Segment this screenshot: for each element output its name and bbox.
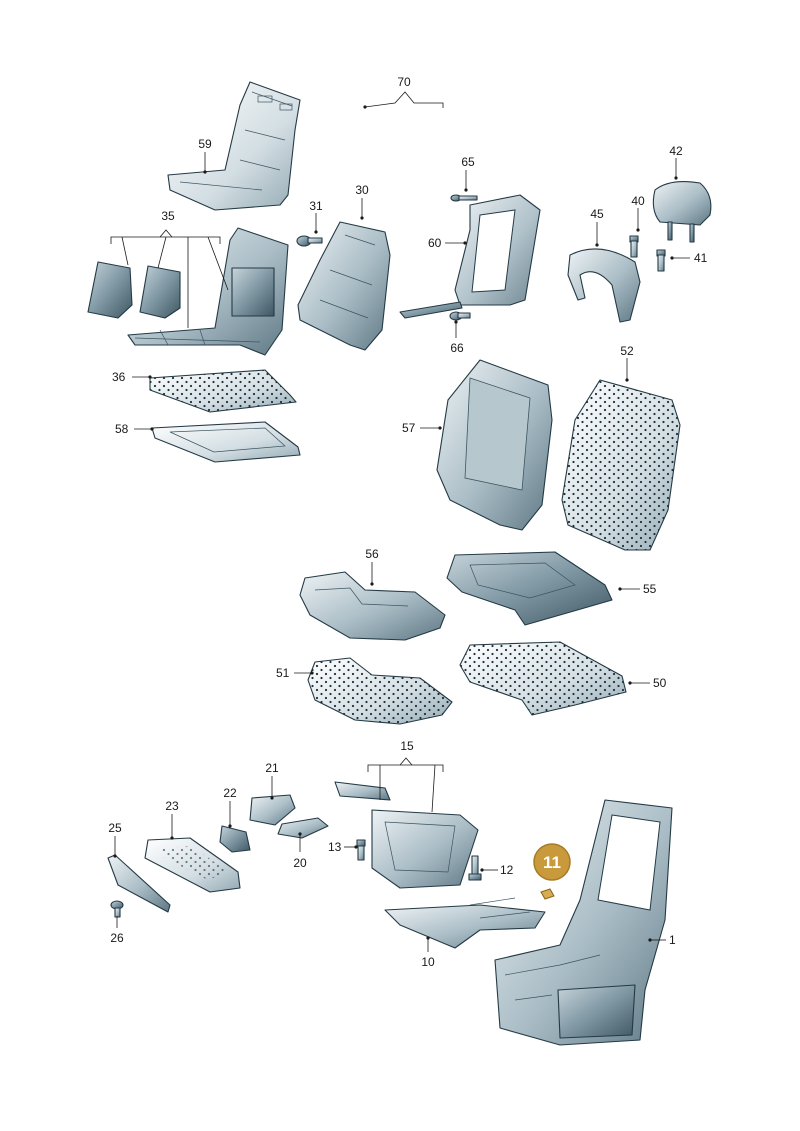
part-42-headrest [652, 181, 712, 243]
callout-13: 13 [328, 840, 358, 854]
callout-45: 45 [590, 207, 604, 247]
label-50: 50 [653, 676, 667, 690]
part-59-backrest-shell [167, 81, 301, 211]
label-40: 40 [631, 194, 645, 208]
label-11: 11 [543, 853, 561, 872]
callout-11-highlight: 11 [533, 843, 571, 881]
part-20-bracket [277, 817, 329, 839]
callout-31: 31 [309, 199, 323, 234]
part-52-backrest-foam [561, 379, 681, 551]
callout-20: 20 [293, 832, 307, 870]
callout-66: 66 [450, 320, 464, 355]
callout-57: 57 [402, 421, 442, 435]
part-36-seat-pad [149, 369, 297, 413]
part-41-guide-sleeve [656, 249, 666, 272]
label-35: 35 [161, 209, 175, 223]
label-12: 12 [500, 863, 514, 877]
part-15-mounting-brackets [334, 781, 479, 889]
callout-36: 36 [112, 370, 152, 384]
callout-56: 56 [365, 547, 379, 586]
callout-70: 70 [363, 75, 444, 109]
label-1: 1 [669, 933, 676, 947]
label-30: 30 [355, 183, 369, 197]
part-66-screw [449, 311, 471, 321]
part-11-nut [540, 888, 555, 900]
callout-55: 55 [618, 582, 657, 596]
callout-26: 26 [110, 916, 124, 945]
label-25: 25 [108, 821, 122, 835]
label-59: 59 [198, 137, 212, 151]
part-31-bolt [296, 235, 323, 247]
callout-42: 42 [669, 144, 683, 180]
label-21: 21 [265, 761, 279, 775]
label-55: 55 [643, 582, 657, 596]
part-51-cushion-foam [307, 657, 453, 725]
callout-1: 1 [648, 933, 676, 947]
callout-22: 22 [223, 786, 237, 828]
label-31: 31 [309, 199, 323, 213]
label-13: 13 [328, 840, 342, 854]
callout-41: 41 [670, 251, 708, 265]
part-45-headrest-guide [567, 248, 641, 323]
part-65-screw [450, 194, 478, 202]
callout-51: 51 [276, 666, 314, 680]
label-56: 56 [365, 547, 379, 561]
part-40-guide-sleeve [629, 235, 639, 258]
label-36: 36 [112, 370, 126, 384]
label-20: 20 [293, 856, 307, 870]
part-26-screw [110, 900, 124, 918]
part-13-bolt [356, 839, 366, 861]
label-65: 65 [461, 155, 475, 169]
label-22: 22 [223, 786, 237, 800]
part-57-backrest-cover [436, 359, 553, 531]
label-51: 51 [276, 666, 290, 680]
label-52: 52 [620, 344, 634, 358]
label-58: 58 [115, 422, 129, 436]
part-56-seat-cushion-cover [299, 571, 446, 641]
part-35-seat-pan-frame [87, 227, 289, 356]
callout-60: 60 [428, 236, 467, 250]
callout-10: 10 [421, 936, 435, 969]
label-10: 10 [421, 955, 435, 969]
callout-21: 21 [265, 761, 279, 800]
label-42: 42 [669, 144, 683, 158]
part-10-base-plate [384, 897, 546, 949]
label-23: 23 [165, 799, 179, 813]
label-57: 57 [402, 421, 416, 435]
label-66: 66 [450, 341, 464, 355]
callout-65: 65 [461, 155, 475, 192]
part-60-backrest-frame [399, 194, 541, 319]
label-70: 70 [397, 75, 411, 89]
callout-30: 30 [355, 183, 369, 220]
part-55-seat-cushion-cover [446, 551, 613, 626]
callout-40: 40 [631, 194, 645, 232]
callout-15: 15 [367, 739, 444, 813]
part-58-seat-plate [151, 421, 301, 463]
part-30-side-panel [297, 221, 391, 351]
callout-58: 58 [115, 422, 154, 436]
label-41: 41 [694, 251, 708, 265]
label-60: 60 [428, 236, 442, 250]
label-45: 45 [590, 207, 604, 221]
part-12-bolt [468, 855, 482, 881]
part-23-trim-plate [144, 837, 241, 893]
label-15: 15 [400, 739, 414, 753]
part-21-bracket [249, 794, 296, 826]
callout-12: 12 [480, 863, 514, 877]
part-1-seat-frame [494, 799, 673, 1046]
label-26: 26 [110, 931, 124, 945]
callout-23: 23 [165, 799, 179, 840]
part-22-cover [219, 825, 251, 853]
callout-25: 25 [108, 821, 122, 858]
callout-52: 52 [620, 344, 634, 382]
callout-50: 50 [628, 676, 667, 690]
part-50-cushion-foam [459, 641, 627, 716]
callout-35: 35 [110, 209, 229, 328]
callout-59: 59 [198, 137, 212, 174]
